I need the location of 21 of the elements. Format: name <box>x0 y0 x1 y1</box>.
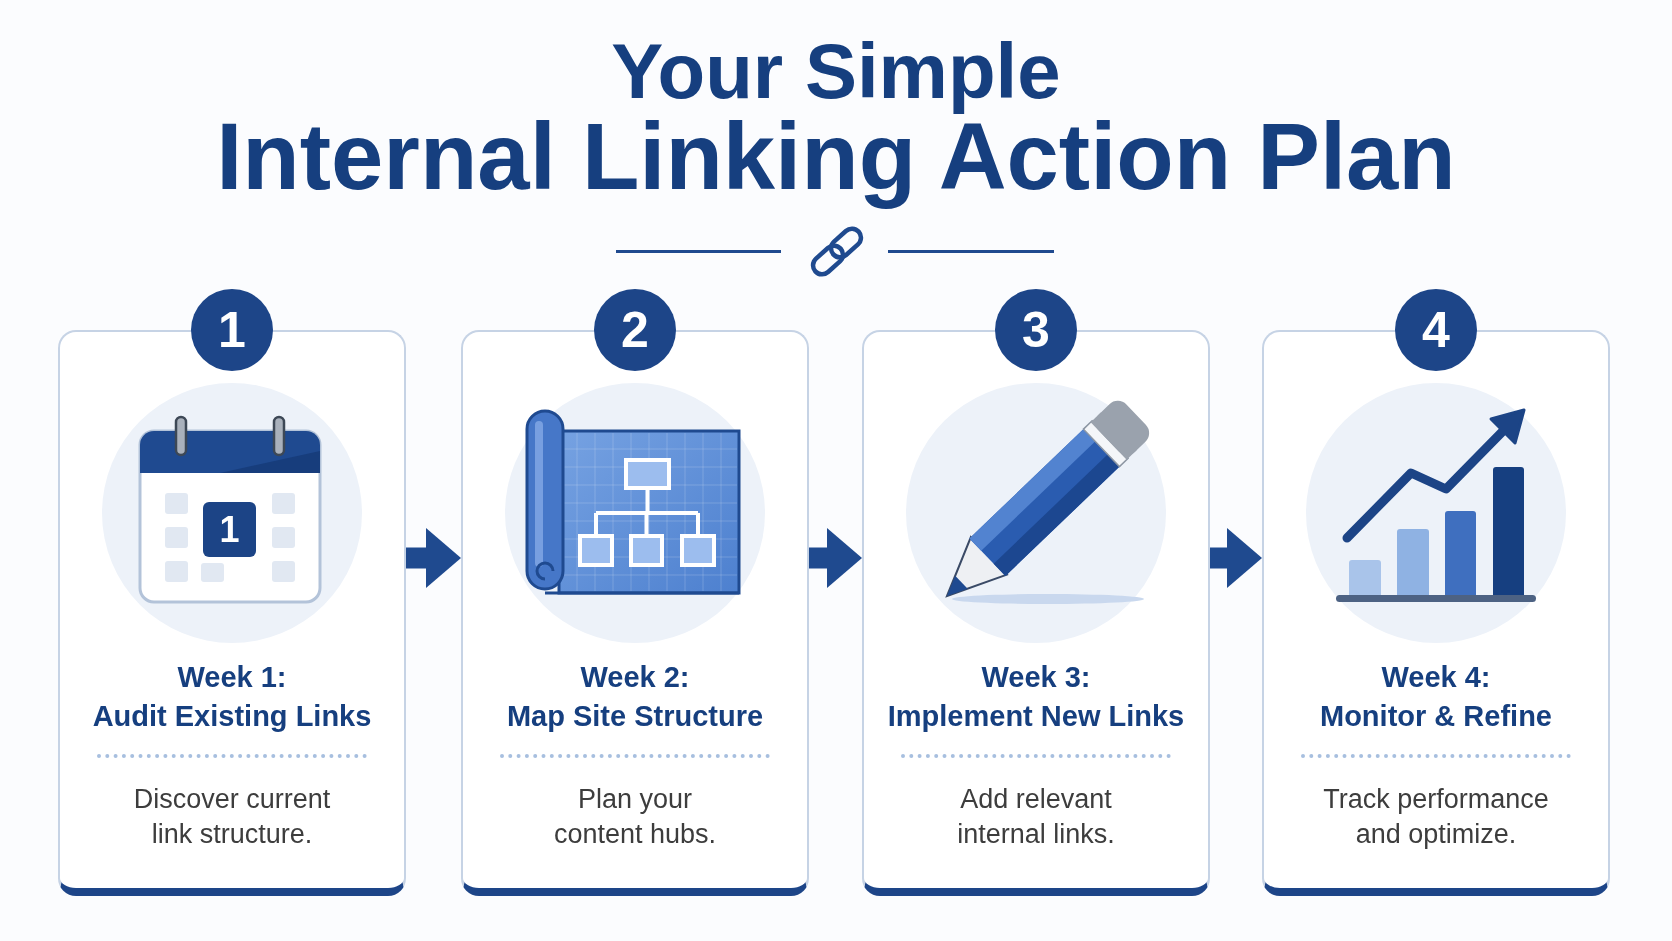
step-description: Track performance and optimize. <box>1322 783 1550 851</box>
step-description: Plan your content hubs. <box>552 783 718 851</box>
date-number: 1 <box>218 508 241 552</box>
arrow <box>406 528 461 588</box>
arrow <box>809 528 862 588</box>
step-title: Map Site Structure <box>505 699 765 734</box>
week-label: Week 4: <box>1380 660 1492 695</box>
step-title: Monitor & Refine <box>1319 699 1553 734</box>
step-number-badge: 4 <box>1395 289 1477 371</box>
step-number-badge: 1 <box>191 289 273 371</box>
step-number-badge: 2 <box>594 289 676 371</box>
step-description: Discover current link structure. <box>132 783 332 851</box>
step-title: Audit Existing Links <box>91 699 373 734</box>
arrow <box>1210 528 1262 588</box>
step-title: Implement New Links <box>886 699 1186 734</box>
week-label: Week 2: <box>579 660 691 695</box>
title: Your Simple Internal Linking Action Plan <box>216 32 1456 211</box>
week-label: Week 3: <box>980 660 1092 695</box>
week-label: Week 1: <box>176 660 288 695</box>
step-number-badge: 3 <box>995 289 1077 371</box>
step-description: Add relevant internal links. <box>956 783 1116 851</box>
